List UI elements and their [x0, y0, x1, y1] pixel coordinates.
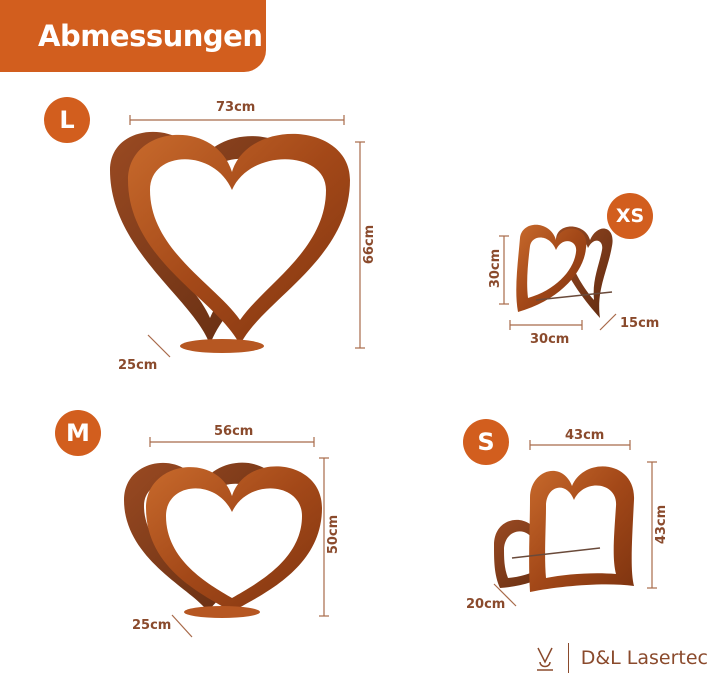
L-width-label: 73cm	[216, 100, 256, 115]
heart-stand-S	[494, 466, 635, 592]
L-height-label: 66cm	[362, 224, 378, 265]
header-tab: Abmessungen	[0, 0, 266, 72]
dimension-lines-XS	[499, 235, 617, 331]
XS-width-label: 30cm	[530, 332, 570, 347]
brand-name: D&L Lasertec	[580, 647, 708, 669]
size-badge-XS: XS	[607, 193, 653, 239]
dimension-lines-S	[493, 440, 657, 607]
size-badge-S: S	[463, 419, 509, 465]
XS-height-label: 30cm	[488, 248, 504, 289]
heart-stand-XS	[516, 224, 613, 318]
S-depth-label: 20cm	[466, 597, 506, 612]
page-title: Abmessungen	[38, 19, 263, 53]
brand-separator	[567, 643, 569, 673]
dimension-lines-L	[129, 115, 365, 358]
brand-footer: D&L Lasertec	[534, 643, 708, 673]
size-badge-M: M	[55, 410, 101, 456]
heart-stand-M	[124, 462, 322, 618]
S-height-label: 43cm	[654, 504, 670, 545]
dimension-lines-M	[149, 437, 329, 638]
XS-depth-label: 15cm	[620, 316, 660, 331]
L-depth-label: 25cm	[118, 358, 158, 373]
M-width-label: 56cm	[214, 424, 254, 439]
brand-logo-icon	[536, 647, 553, 671]
size-badge-L: L	[44, 97, 90, 143]
M-depth-label: 25cm	[132, 618, 172, 633]
S-width-label: 43cm	[565, 428, 605, 443]
heart-stand-L	[110, 131, 350, 353]
M-height-label: 50cm	[326, 514, 342, 555]
